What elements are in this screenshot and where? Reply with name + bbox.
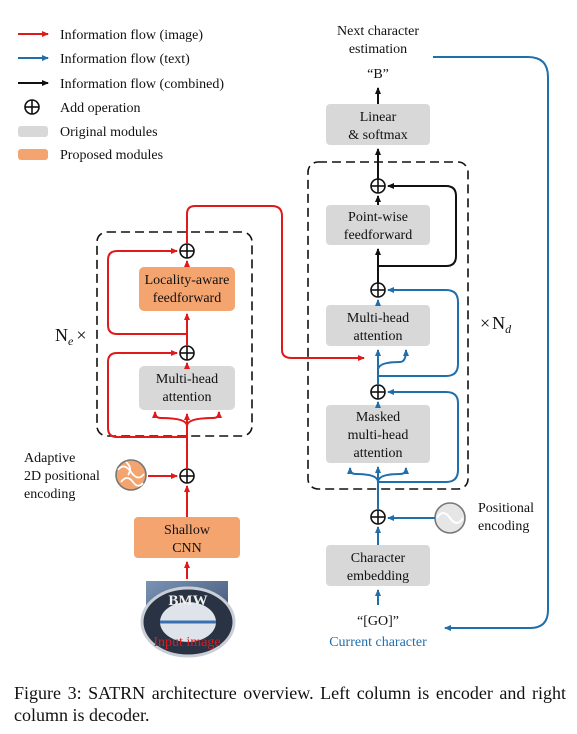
decoder-repeat-box (307, 161, 469, 490)
legend-label: Information flow (text) (60, 52, 190, 67)
positional-label-2: encoding (478, 519, 529, 534)
legend-item-add: Add operation (24, 99, 140, 116)
legend-label: Original modules (60, 125, 158, 140)
input-token: “[GO]” (357, 614, 399, 629)
image-flow-arrows (107, 205, 365, 579)
add-operation-icon (179, 243, 195, 259)
legend-label: Information flow (combined) (60, 77, 224, 92)
encoder-mha-label-2: attention (163, 390, 212, 405)
legend-item-combined-flow: Information flow (combined) (18, 77, 224, 92)
add-operation-icon (24, 99, 40, 115)
legend-label: Information flow (image) (60, 28, 203, 43)
char-embedding-module (326, 545, 430, 586)
add-operation-icon (370, 178, 386, 194)
decoder-mha-module (326, 305, 430, 346)
add-operation-icon (179, 468, 195, 484)
shallow-cnn-label-2: CNN (172, 541, 202, 556)
encoder-mha-label-1: Multi-head (156, 372, 218, 387)
output-token: “B” (367, 67, 389, 82)
linear-softmax-module (326, 104, 430, 145)
next-char-label-1: Next character (337, 24, 419, 39)
legend-label: Proposed modules (60, 148, 163, 163)
add-operation-icon (370, 384, 386, 400)
text-flow-arrows (347, 56, 549, 631)
legend-item-proposed: Proposed modules (18, 148, 163, 163)
adaptive-2d-positional-encoding-icon (115, 459, 147, 491)
input-image: BMW (140, 581, 236, 658)
adaptive-pe-label-3: encoding (24, 487, 75, 502)
encoder-mha-module (139, 366, 235, 410)
legend: Information flow (image) Information flo… (18, 28, 224, 163)
masked-mha-label-1: Masked (356, 410, 400, 425)
linear-label-1: Linear (360, 110, 397, 125)
pointwise-ff-module (326, 205, 430, 245)
current-char-label: Current character (329, 635, 427, 650)
decoder: ×Nd Next character estimation “B” Linear… (307, 24, 549, 650)
locality-ff-label-1: Locality-aware (145, 273, 230, 288)
combined-flow-arrows (375, 87, 457, 283)
positional-encoding-icon (434, 502, 466, 534)
decoder-mha-label-2: attention (354, 329, 403, 344)
input-image-label: Input image (153, 635, 220, 650)
shallow-cnn-label-1: Shallow (164, 523, 211, 538)
add-operation-icon (370, 509, 386, 525)
linear-label-2: & softmax (348, 128, 408, 143)
encoder-repeat-box (96, 231, 253, 437)
encoder-repeat-label: Ne× (55, 325, 86, 348)
legend-label: Add operation (60, 101, 140, 116)
masked-mha-label-3: attention (354, 446, 403, 461)
pointwise-ff-label-2: feedforward (344, 228, 412, 243)
adaptive-pe-label-2: 2D positional (24, 469, 100, 484)
input-image-text: BMW (168, 593, 207, 609)
next-char-label-2: estimation (349, 42, 407, 57)
pointwise-ff-label-1: Point-wise (348, 210, 408, 225)
positional-label-1: Positional (478, 501, 534, 516)
masked-mha-module (326, 405, 430, 463)
adaptive-pe-label-1: Adaptive (24, 451, 75, 466)
encoder: Ne× Locality-aware feedforward Multi-hea… (24, 205, 365, 658)
char-embed-label-1: Character (351, 551, 406, 566)
legend-item-image-flow: Information flow (image) (18, 28, 203, 43)
legend-item-original: Original modules (18, 125, 158, 140)
add-operation-icon (179, 345, 195, 361)
figure-caption: Figure 3: SATRN architecture overview. L… (14, 683, 566, 725)
decoder-mha-label-1: Multi-head (347, 311, 409, 326)
shallow-cnn-module (134, 517, 240, 558)
decoder-repeat-label: ×Nd (480, 313, 512, 336)
locality-aware-ff-module (139, 267, 235, 311)
char-embed-label-2: embedding (347, 569, 409, 584)
add-operation-icon (370, 282, 386, 298)
locality-ff-label-2: feedforward (153, 291, 221, 306)
legend-item-text-flow: Information flow (text) (18, 52, 190, 67)
masked-mha-label-2: multi-head (348, 428, 409, 443)
